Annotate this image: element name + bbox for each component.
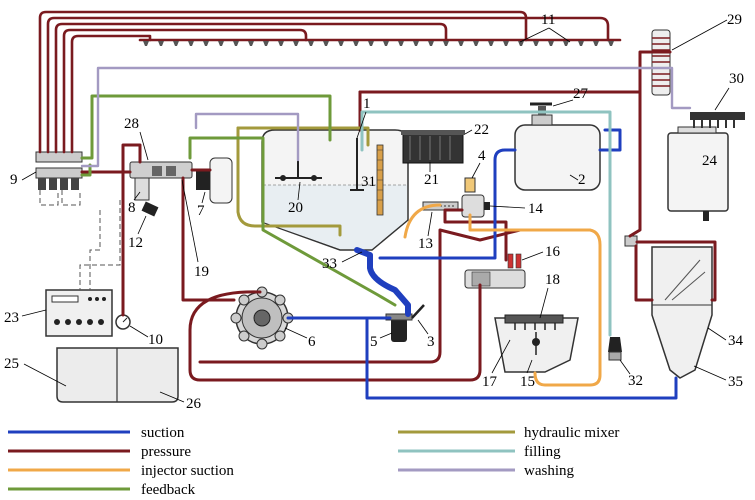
label-4: 4 bbox=[478, 148, 486, 164]
section-valves-9 bbox=[36, 152, 82, 190]
pipe-pressure bbox=[636, 246, 652, 300]
label-24: 24 bbox=[702, 153, 718, 169]
boom-nozzle bbox=[578, 41, 584, 46]
hose-reel-29 bbox=[652, 30, 670, 95]
clean-water-tank bbox=[515, 125, 600, 190]
label-13: 13 bbox=[418, 236, 433, 252]
pipe-pressure bbox=[72, 36, 150, 152]
boom-nozzle bbox=[143, 41, 149, 46]
cyclone-filler-34-35 bbox=[652, 247, 712, 378]
label-23: 23 bbox=[4, 310, 19, 326]
boom-nozzle bbox=[503, 41, 509, 46]
label-7: 7 bbox=[197, 203, 205, 219]
label-11: 11 bbox=[541, 12, 555, 28]
injector-14 bbox=[462, 195, 484, 217]
label-28: 28 bbox=[124, 116, 139, 132]
boom-nozzle bbox=[338, 41, 344, 46]
boom-nozzle bbox=[263, 41, 269, 46]
boom-nozzle bbox=[293, 41, 299, 46]
boom-nozzles bbox=[143, 41, 614, 46]
label-21: 21 bbox=[424, 172, 439, 188]
label-16: 16 bbox=[545, 244, 561, 260]
valve-32 bbox=[608, 337, 622, 360]
boom-nozzle bbox=[413, 41, 419, 46]
label-18: 18 bbox=[545, 272, 560, 288]
label-15: 15 bbox=[520, 374, 535, 390]
label-30: 30 bbox=[729, 71, 744, 87]
boom-nozzle bbox=[428, 41, 434, 46]
pump-6 bbox=[231, 287, 293, 349]
label-1: 1 bbox=[363, 96, 371, 112]
legend-text-feedback: feedback bbox=[141, 482, 196, 498]
boom-nozzle bbox=[248, 41, 254, 46]
label-14: 14 bbox=[528, 201, 544, 217]
boom-nozzle bbox=[173, 41, 179, 46]
label-25: 25 bbox=[4, 356, 19, 372]
boom-nozzle bbox=[593, 41, 599, 46]
valve-3-handle bbox=[412, 305, 424, 318]
boom-nozzle bbox=[218, 41, 224, 46]
label-33: 33 bbox=[322, 256, 337, 272]
legend-text-hydraulic-mixer: hydraulic mixer bbox=[524, 425, 619, 441]
label-10: 10 bbox=[148, 332, 163, 348]
boom-nozzle bbox=[323, 41, 329, 46]
legend: suction pressure injector suction feedba… bbox=[8, 425, 619, 498]
boom-nozzle bbox=[278, 41, 284, 46]
label-12: 12 bbox=[128, 235, 143, 251]
suction-filter-5 bbox=[391, 318, 407, 342]
boom-nozzle bbox=[188, 41, 194, 46]
legend-text-injector-suction: injector suction bbox=[141, 463, 234, 479]
boom-nozzle bbox=[563, 41, 569, 46]
boom-nozzle bbox=[473, 41, 479, 46]
label-3: 3 bbox=[427, 334, 435, 350]
filling-strainer bbox=[403, 133, 463, 163]
label-19: 19 bbox=[194, 264, 209, 280]
label-34: 34 bbox=[728, 333, 744, 349]
boom-nozzle bbox=[368, 41, 374, 46]
boom-nozzle bbox=[158, 41, 164, 46]
label-27: 27 bbox=[573, 86, 589, 102]
boom-nozzle bbox=[353, 41, 359, 46]
boom-nozzle bbox=[488, 41, 494, 46]
boom-nozzle bbox=[383, 41, 389, 46]
boom-nozzle bbox=[398, 41, 404, 46]
label-29: 29 bbox=[727, 12, 742, 28]
boom-nozzle bbox=[308, 41, 314, 46]
pipe-pressure bbox=[630, 60, 640, 236]
legend-text-pressure: pressure bbox=[141, 444, 191, 460]
pipe-suction bbox=[357, 250, 408, 314]
valve-4 bbox=[465, 178, 475, 192]
pipe-pressure bbox=[123, 145, 140, 162]
label-35: 35 bbox=[728, 374, 743, 390]
label-8: 8 bbox=[128, 200, 136, 216]
legend-text-washing: washing bbox=[524, 463, 574, 479]
legend-text-suction: suction bbox=[141, 425, 185, 441]
boom-nozzle bbox=[533, 41, 539, 46]
label-20: 20 bbox=[288, 200, 303, 216]
boom-nozzle bbox=[233, 41, 239, 46]
label-32: 32 bbox=[628, 373, 643, 389]
pressure-filter-12 bbox=[142, 202, 159, 217]
regulator-7 bbox=[210, 158, 232, 203]
label-6: 6 bbox=[308, 334, 316, 350]
boom-nozzle bbox=[458, 41, 464, 46]
label-2: 2 bbox=[578, 172, 586, 188]
label-22: 22 bbox=[474, 122, 489, 138]
control-box-23 bbox=[46, 290, 112, 336]
label-17: 17 bbox=[482, 374, 498, 390]
boom-nozzle bbox=[608, 41, 614, 46]
label-5: 5 bbox=[370, 334, 378, 350]
three-way-valve bbox=[625, 236, 637, 246]
label-31: 31 bbox=[361, 174, 376, 190]
control-wiring bbox=[40, 190, 120, 290]
wash-brush-30 bbox=[690, 112, 745, 128]
label-26: 26 bbox=[186, 396, 202, 412]
legend-text-filling: filling bbox=[524, 444, 561, 460]
label-9: 9 bbox=[10, 172, 18, 188]
boom-nozzle bbox=[548, 41, 554, 46]
hand-wash-tank-24 bbox=[668, 133, 728, 211]
boom-nozzle bbox=[203, 41, 209, 46]
boom-nozzle bbox=[443, 41, 449, 46]
